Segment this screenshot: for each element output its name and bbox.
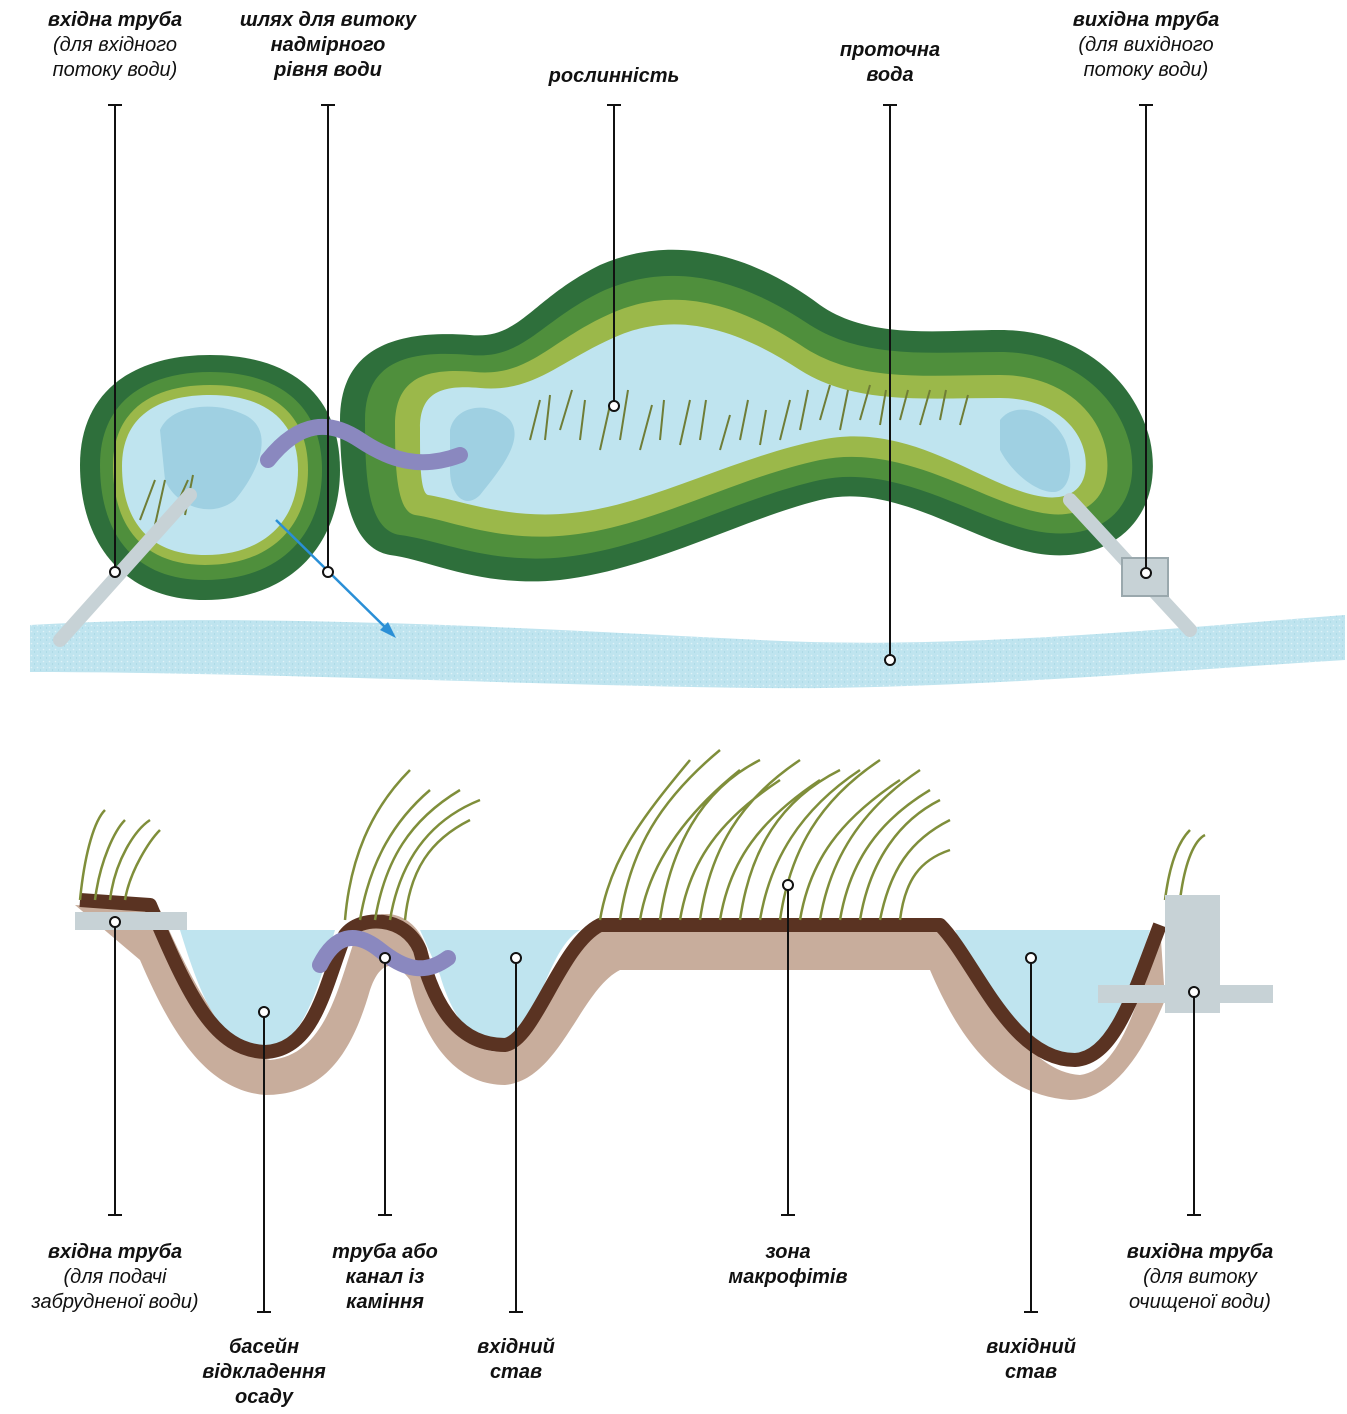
macrophyte-wetland-top: [340, 250, 1153, 582]
label-flowing-water: проточна вода: [810, 38, 970, 88]
outlet-pipe-horizontal: [1098, 985, 1273, 1003]
label-title: вихідна труба: [1095, 1240, 1305, 1265]
label-title: вхідна труба: [8, 1240, 222, 1265]
label-vegetation: рослинність: [524, 64, 704, 89]
label-title-line: шлях для витоку: [220, 8, 436, 33]
label-title: вхідна труба: [25, 8, 205, 33]
label-title-line: зона: [708, 1240, 868, 1265]
label-sub-line: (для вихідного: [1050, 33, 1242, 58]
label-title-line: каміння: [310, 1290, 460, 1315]
label-title-line: став: [446, 1360, 586, 1385]
label-overflow-path: шлях для витоку надмірного рівня води: [220, 8, 436, 83]
label-title-line: осаду: [180, 1385, 348, 1410]
sediment-basin-pond: [80, 355, 340, 600]
label-sediment-basin: басейн відкладення осаду: [180, 1335, 348, 1410]
label-bottom-outlet-pipe: вихідна труба (для витоку очищеної води): [1095, 1240, 1305, 1315]
label-title-line: вхідний: [446, 1335, 586, 1360]
label-title-line: відкладення: [180, 1360, 348, 1385]
label-title-line: труба або: [310, 1240, 460, 1265]
label-macrophyte-zone: зона макрофітів: [708, 1240, 868, 1290]
label-sub-line: (для витоку: [1095, 1265, 1305, 1290]
label-sub-line: (для подачі: [8, 1265, 222, 1290]
label-title-line: став: [956, 1360, 1106, 1385]
label-sub-line: (для вхідного: [25, 33, 205, 58]
label-title-line: вихідний: [956, 1335, 1106, 1360]
label-title-line: надмірного: [220, 33, 436, 58]
label-title-line: вода: [810, 63, 970, 88]
label-inlet-pond: вхідний став: [446, 1335, 586, 1385]
label-title-line: макрофітів: [708, 1265, 868, 1290]
label-sub-line: потоку води): [25, 58, 205, 83]
label-title: вихідна труба: [1050, 8, 1242, 33]
label-title-line: проточна: [810, 38, 970, 63]
inlet-pipe-section: [75, 912, 187, 930]
label-sub-line: потоку води): [1050, 58, 1242, 83]
macrophyte-reeds-section: [80, 750, 1205, 920]
label-outlet-pond: вихідний став: [956, 1335, 1106, 1385]
label-top-outlet-pipe: вихідна труба (для вихідного потоку води…: [1050, 8, 1242, 83]
label-top-inlet-pipe: вхідна труба (для вхідного потоку води): [25, 8, 205, 83]
label-title-line: басейн: [180, 1335, 348, 1360]
label-title-line: канал із: [310, 1265, 460, 1290]
label-title: рослинність: [524, 64, 704, 89]
label-bottom-inlet-pipe: вхідна труба (для подачі забрудненої вод…: [8, 1240, 222, 1315]
label-stone-channel: труба або канал із каміння: [310, 1240, 460, 1315]
top-plan-view: [30, 250, 1345, 688]
label-sub-line: очищеної води): [1095, 1290, 1305, 1315]
cross-section-view: [75, 750, 1273, 1100]
label-sub-line: забрудненої води): [8, 1290, 222, 1315]
label-title-line: рівня води: [220, 58, 436, 83]
